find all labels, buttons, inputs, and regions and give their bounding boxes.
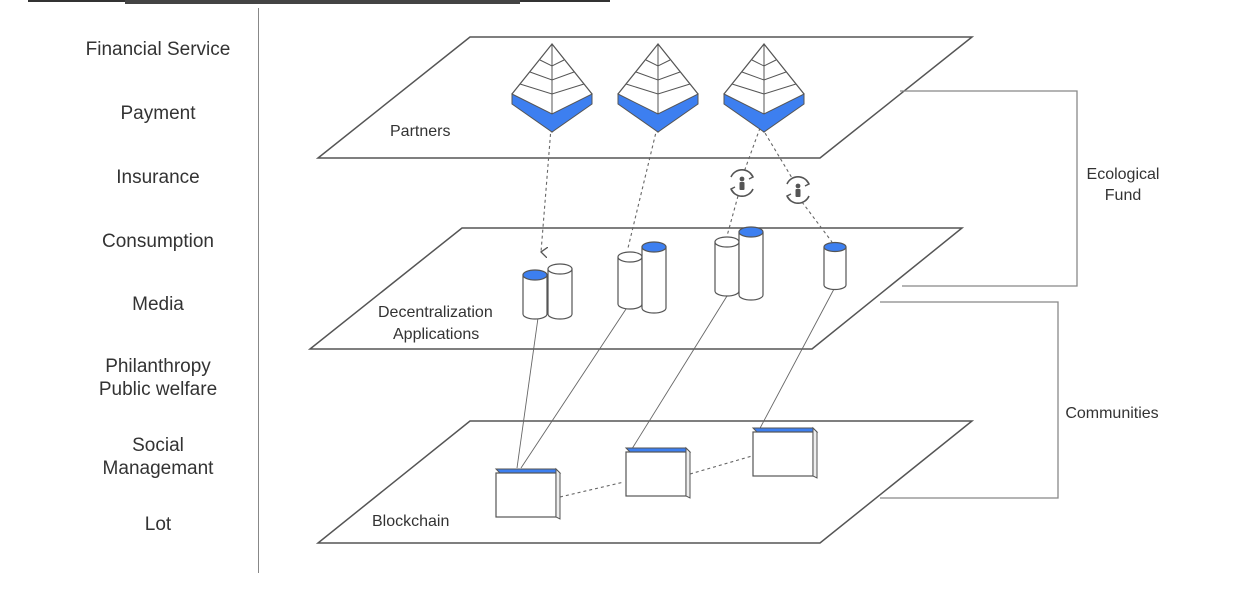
category-label-line: Social xyxy=(132,435,184,456)
sidebar-divider xyxy=(258,8,259,573)
category-label-line: Payment xyxy=(120,103,196,124)
connector-dapp1-block1 xyxy=(516,317,539,469)
connector-dapp3-block2 xyxy=(629,295,728,453)
communities-bracket xyxy=(880,301,1059,499)
dapp-cylinder-icon xyxy=(522,263,573,320)
partner-pyramid-icon xyxy=(511,43,593,133)
connector-partner1-dapp1 xyxy=(541,127,552,252)
category-label-line: Insurance xyxy=(116,167,200,188)
connector-dapp4-block3 xyxy=(757,288,835,433)
blockchain-label: Blockchain xyxy=(372,513,449,530)
connector-partner3-icon1 xyxy=(743,127,761,173)
block-icon xyxy=(494,467,562,520)
dapp-cylinder-icon xyxy=(823,241,847,291)
connector-partner2-dapp2 xyxy=(627,127,658,249)
partner-pyramid-icon xyxy=(723,43,805,133)
category-label: Media xyxy=(60,293,256,316)
block-icon xyxy=(624,446,692,499)
category-label: Consumption xyxy=(60,230,256,253)
dapps-label-line1: Decentralization xyxy=(378,304,493,321)
connector-block1-block2 xyxy=(559,481,625,498)
category-label-line: Public welfare xyxy=(98,379,218,400)
person-exchange-icon xyxy=(729,169,755,197)
category-label-line: Consumption xyxy=(102,231,214,252)
category-label-line: Philanthropy xyxy=(105,356,211,377)
block-icon xyxy=(751,426,819,479)
connector-dapp2-block1 xyxy=(520,305,629,469)
connector-partner3-icon2 xyxy=(761,127,793,179)
connector-icon2-dapp4 xyxy=(801,201,833,243)
dapp-cylinder-icon xyxy=(617,241,667,314)
partner-pyramid-icon xyxy=(617,43,699,133)
ecological-fund-label-line2: Fund xyxy=(1105,187,1141,204)
person-exchange-icon xyxy=(785,176,811,204)
category-label-line: Managemant xyxy=(102,458,214,479)
partners-label: Partners xyxy=(390,123,450,140)
ecological-fund-bracket xyxy=(900,90,1078,287)
category-label-line: Media xyxy=(132,294,184,315)
ecological-fund-label-line1: Ecological xyxy=(1087,166,1160,183)
category-label-line: Financial Service xyxy=(85,39,231,60)
category-label: Lot xyxy=(60,513,256,536)
top-rule-dark xyxy=(125,0,520,4)
category-label: Financial Service xyxy=(60,38,256,61)
communities-label: Communities xyxy=(1065,405,1158,422)
category-label: Payment xyxy=(60,102,256,125)
dapp-cylinder-icon xyxy=(714,226,764,301)
connector-icon1-dapp3 xyxy=(726,195,739,237)
connector-block2-block3 xyxy=(689,455,753,475)
dapps-label-line2: Applications xyxy=(393,326,479,343)
category-label: Insurance xyxy=(60,166,256,189)
category-label-line: Lot xyxy=(144,514,172,535)
